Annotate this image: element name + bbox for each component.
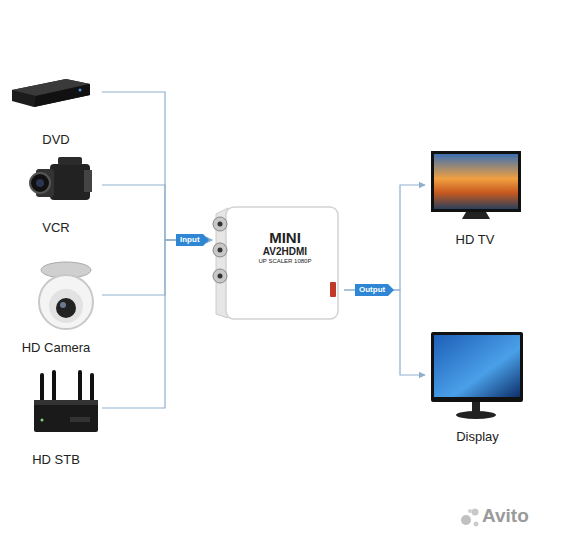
watermark-logo [461, 509, 479, 527]
signal-connector [102, 92, 212, 240]
node-label: UP SCALER 1080P [259, 258, 312, 265]
converter-box: MINIAV2HDMIUP SCALER 1080P [212, 202, 344, 322]
dome-camera [39, 262, 93, 329]
hd-tv [431, 151, 521, 219]
flow-badge: Output [355, 284, 388, 296]
node-label: AV2HDMI [263, 246, 307, 258]
node-label: HD Camera [22, 341, 91, 356]
node-label: HD TV [456, 233, 495, 248]
camcorder [30, 157, 92, 200]
watermark: Avito [482, 505, 529, 527]
node-label: MINI [269, 229, 301, 246]
set-top-box [34, 372, 98, 432]
source-device: HD Camera [10, 252, 102, 358]
signal-connector [344, 290, 425, 375]
flow-badge: Input [176, 234, 203, 246]
signal-connector [102, 240, 212, 295]
source-device: DVD [10, 72, 102, 150]
node-label: Display [456, 430, 499, 445]
converter-body [213, 207, 338, 319]
signal-connector [102, 185, 212, 240]
monitor [431, 332, 523, 419]
node-label: VCR [42, 221, 69, 236]
dvd-player [12, 79, 90, 107]
display-device: HD TV [425, 145, 525, 250]
node-label: DVD [42, 133, 69, 148]
display-device: Display [425, 322, 530, 447]
signal-connector [102, 240, 212, 408]
node-label: HD STB [32, 453, 80, 468]
source-device: HD STB [10, 364, 102, 470]
source-device: VCR [10, 152, 102, 238]
signal-connector [344, 185, 425, 290]
